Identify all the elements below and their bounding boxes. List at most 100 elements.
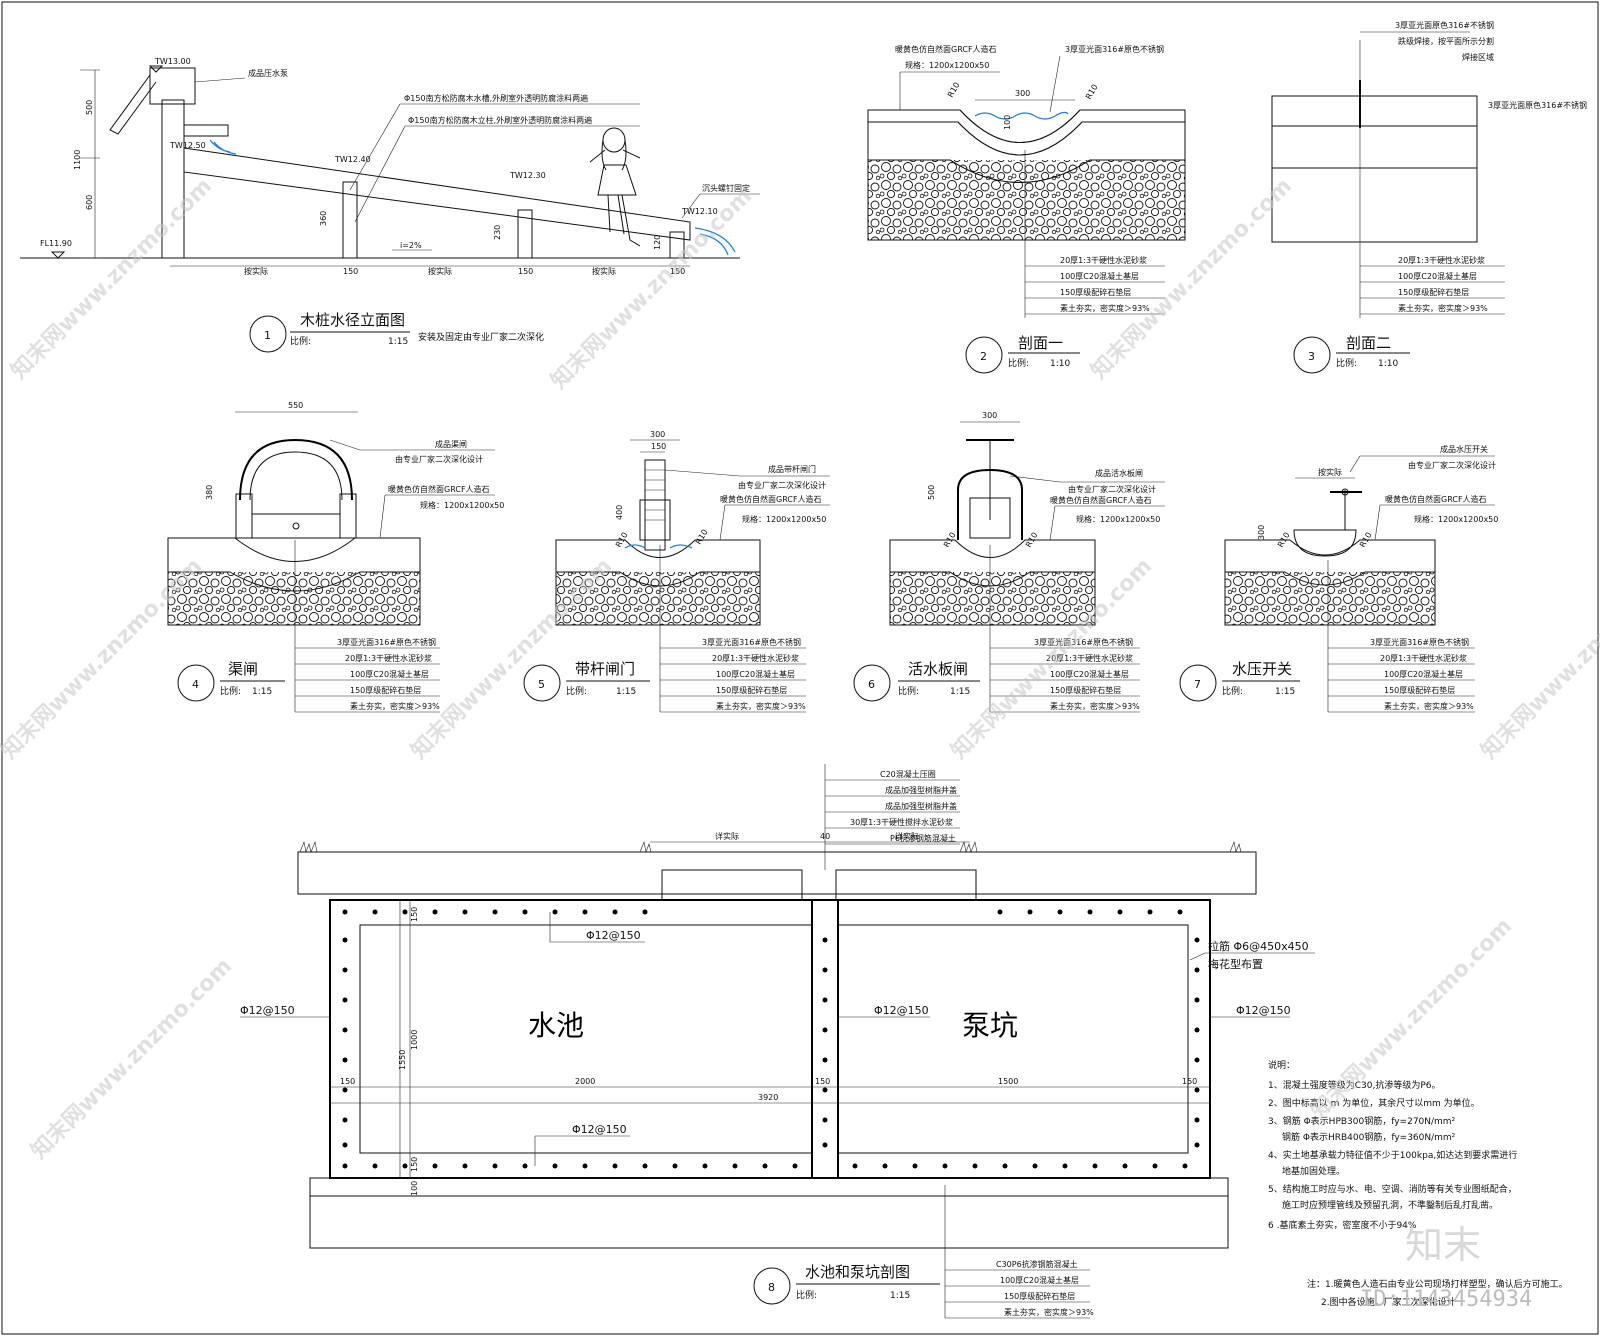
v5-layer-1: 3厚亚光面316#原色不锈钢 bbox=[702, 637, 801, 647]
v6-scale: 1:15 bbox=[950, 687, 970, 697]
v5-number: 5 bbox=[538, 678, 545, 691]
v2-layer-3: 150厚级配碎石垫层 bbox=[1060, 287, 1131, 297]
v8-pit-label: 泵坑 bbox=[962, 1009, 1018, 1042]
v6-callout-3: 暖黄色仿自然面GRCF人造石 bbox=[1050, 495, 1152, 505]
v3-top-label-3: 焊接区域 bbox=[1462, 52, 1494, 62]
v7-number: 7 bbox=[1194, 678, 1201, 691]
v8-scale: 1:15 bbox=[890, 1291, 910, 1301]
v7-dim-field: 按实际 bbox=[1318, 467, 1342, 477]
v1-level-tw1230: TW12.30 bbox=[509, 171, 546, 180]
v4-layer-3: 100厚C20混凝土基层 bbox=[350, 669, 429, 679]
watermark-text: 知末网www.znzmo.com bbox=[406, 553, 617, 764]
v1-number-circle bbox=[249, 315, 287, 353]
v8-dim-1000: 1000 bbox=[410, 1030, 419, 1050]
v7-layer-4: 150厚级配碎石垫层 bbox=[1384, 685, 1455, 695]
v1-dim-field-2: 按实际 bbox=[428, 266, 452, 276]
v7-dim-300: 300 bbox=[1257, 525, 1266, 540]
v8-lid-left bbox=[661, 869, 803, 901]
v8-rebar-top: Φ12@150 bbox=[586, 929, 641, 942]
v5-layer-list: 3厚亚光面316#原色不锈钢 20厚1:3干硬性水泥砂浆 100厚C20混凝土基… bbox=[660, 637, 806, 713]
v8-pool-inner bbox=[359, 924, 813, 1154]
v8-number: 8 bbox=[768, 1281, 775, 1294]
v8-dim-150-r: 150 bbox=[1182, 1077, 1197, 1086]
v7-layer-2: 20厚1:3干硬性水泥砂浆 bbox=[1380, 653, 1467, 663]
note-6: 6 .基底素土夯实，密室度不小于94% bbox=[1268, 1219, 1417, 1231]
v7-switch-basin bbox=[1293, 529, 1357, 557]
v6-layer-1: 3厚亚光面316#原色不锈钢 bbox=[1034, 637, 1133, 647]
v1-water-top bbox=[209, 139, 237, 155]
v1-wooden-trough bbox=[183, 147, 691, 241]
v8-dim-1500: 1500 bbox=[998, 1077, 1018, 1086]
note-4: 4、实土地基承载力特征值不少于100kpa,如达达到要求需进行 bbox=[1268, 1149, 1517, 1161]
v5-scale: 1:15 bbox=[616, 687, 636, 697]
v1-water-out bbox=[694, 227, 736, 256]
v4-layer-1: 3厚亚光面316#原色不锈钢 bbox=[337, 637, 436, 647]
v8-rebar-mid: Φ12@150 bbox=[874, 1004, 929, 1017]
v5-dim-150: 150 bbox=[651, 442, 666, 451]
v5-callout-1: 成品带杆闸门 bbox=[768, 464, 816, 474]
v1-leader bbox=[349, 103, 401, 191]
v4-gate-leg-left bbox=[235, 493, 253, 539]
v8-dim-150-bottom: 150 bbox=[410, 1157, 419, 1172]
footer-note-2: 2.图中各设施，厂家二次深化设计 bbox=[1321, 1296, 1456, 1308]
v1-dim-230: 230 bbox=[493, 225, 502, 240]
v1-callout-trough: Φ150南方松防腐木水槽,外刷室外透明防腐涂料两遍 bbox=[404, 93, 588, 103]
v2-number: 2 bbox=[980, 350, 987, 363]
v5-layer-4: 150厚级配碎石垫层 bbox=[716, 685, 787, 695]
view-3-section: 3厚亚光面原色316#不锈钢 跌级焊接，按平面所示分割 焊接区域 3厚亚光面原色… bbox=[1271, 20, 1587, 374]
v8-top-layer-list: C20混凝土压圈 成品加强型树脂井盖 成品加强型树脂井盖 30厚1:3干硬性搅拌… bbox=[825, 769, 960, 845]
v8-dim-2000: 2000 bbox=[575, 1077, 595, 1086]
v3-gravel-layer bbox=[1271, 167, 1478, 243]
v8-top-layer-1: C20混凝土压圈 bbox=[880, 769, 936, 779]
v1-leader bbox=[681, 193, 701, 219]
v8-rebar-right: Φ12@150 bbox=[1236, 1004, 1291, 1017]
v8-bottom-layer-2: 100厚C20混凝土基层 bbox=[1000, 1275, 1079, 1285]
v1-callout-screw: 沉头螺钉固定 bbox=[702, 183, 750, 193]
v6-callout-1: 成品活水板闸 bbox=[1095, 468, 1143, 478]
v8-dim-3920: 3920 bbox=[758, 1093, 778, 1102]
v1-dim-150-2: 150 bbox=[518, 267, 533, 276]
v2-top-label-2: 规格：1200x1200x50 bbox=[905, 60, 989, 70]
v7-scale-label: 比例: bbox=[1222, 685, 1243, 697]
v1-callout-post: Φ150南方松防腐木立柱,外刷室外透明防腐涂料两遍 bbox=[408, 115, 592, 125]
v1-note: 安装及固定由专业厂家二次深化 bbox=[418, 331, 544, 343]
note-5: 5、结构施工时应与水、电、空调、消防等有关专业图纸配合， bbox=[1268, 1183, 1517, 1195]
v1-dim-1100: 1100 bbox=[73, 150, 82, 170]
v6-layer-4: 150厚级配碎石垫层 bbox=[1050, 685, 1121, 695]
v3-layer-4: 素土夯实，密实度＞93% bbox=[1398, 303, 1488, 313]
v2-dim-300: 300 bbox=[1015, 89, 1030, 98]
v1-leader bbox=[194, 77, 246, 83]
v5-callout-4: 规格：1200x1200x50 bbox=[742, 514, 826, 524]
v7-layer-1: 3厚亚光面316#原色不锈钢 bbox=[1370, 637, 1469, 647]
v8-rebar-dots bbox=[342, 909, 1200, 1169]
v1-dim-500: 500 bbox=[85, 100, 94, 115]
v2-title: 剖面一 bbox=[1018, 334, 1063, 352]
v1-callout-pump: 成品压水泵 bbox=[248, 68, 288, 78]
v4-gate-arch bbox=[239, 438, 353, 501]
v1-spout bbox=[184, 124, 229, 137]
v8-lid-right bbox=[835, 869, 977, 901]
watermark-text: 知末网www.znzmo.com bbox=[1476, 553, 1600, 764]
v8-top-paving bbox=[297, 851, 1257, 895]
v2-scale: 1:10 bbox=[1050, 359, 1070, 369]
v8-tie: 拉筋 Φ6@450x450 bbox=[1208, 939, 1309, 953]
v8-dim-field-l: 详实际 bbox=[715, 831, 739, 841]
v2-number-circle bbox=[965, 336, 1003, 374]
v5-callout-3: 暖黄色仿自然面GRCF人造石 bbox=[720, 494, 822, 504]
v8-bottom-layer-3: 150厚级配碎石垫层 bbox=[1004, 1291, 1075, 1301]
v8-bottom-layer-4: 素土夯实，密实度＞93% bbox=[1004, 1307, 1094, 1317]
v1-dim-field-1: 按实际 bbox=[244, 266, 268, 276]
v1-pump-post bbox=[161, 99, 185, 259]
v2-layer-list: 20厚1:3干硬性水泥砂浆 100厚C20混凝土基层 150厚级配碎石垫层 素土… bbox=[1025, 255, 1165, 315]
v2-water bbox=[974, 111, 1069, 120]
v3-title: 剖面二 bbox=[1346, 334, 1391, 352]
watermark-text: 知末网www.znzmo.com bbox=[546, 183, 757, 394]
v8-concrete-base bbox=[309, 1177, 1229, 1197]
v1-dim-150-1: 150 bbox=[343, 267, 358, 276]
v5-r10-right: R10 bbox=[694, 528, 710, 546]
general-notes: 说明： 1、混凝土强度等级为C30,抗渗等级为P6。 2、图中标高以 m 为单位… bbox=[1268, 1059, 1568, 1308]
watermark-text: 知末网www.znzmo.com bbox=[26, 953, 237, 1164]
v3-scale: 1:10 bbox=[1378, 359, 1398, 369]
